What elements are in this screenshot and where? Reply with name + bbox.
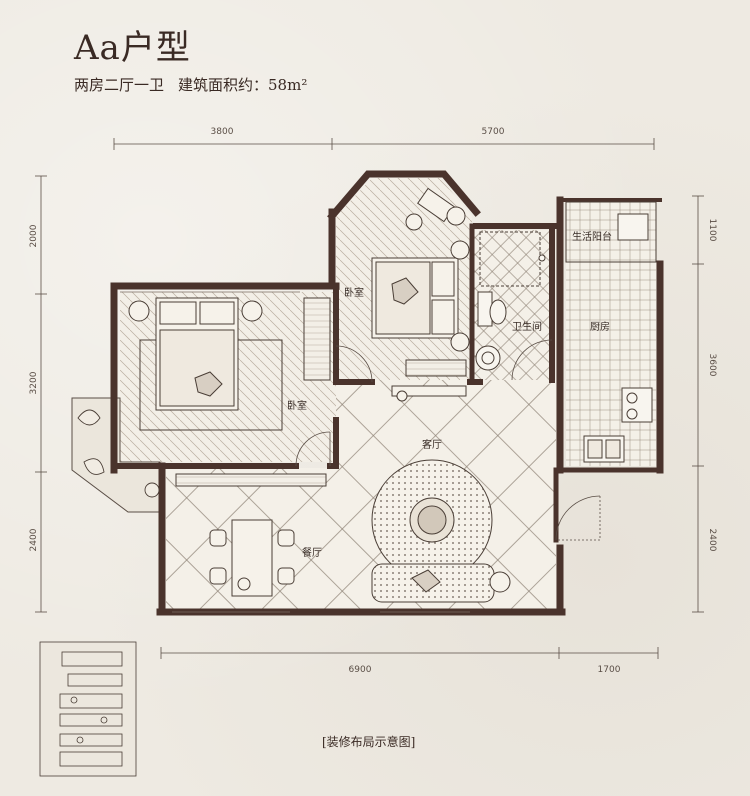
- bathroom-fixtures: [475, 231, 546, 371]
- room-label-living: 客厅: [422, 438, 442, 451]
- plant-icon: [237, 577, 251, 591]
- key-plan-thumbnail: [39, 641, 137, 777]
- dim-bottom-1: 6900: [349, 665, 372, 675]
- dim-right-2: 3600: [707, 354, 717, 377]
- wardrobe: [303, 297, 331, 381]
- room-layout-text: 两房二厅一卫: [74, 76, 165, 94]
- balcony-plants: [77, 409, 160, 498]
- tv-cabinet: [391, 385, 467, 397]
- bedroom-2-furniture: [371, 187, 470, 377]
- living-room-furniture: [371, 385, 511, 603]
- unit-summary: 两房二厅一卫建筑面积约：58m²: [74, 74, 307, 95]
- room-label-dining: 餐厅: [302, 546, 322, 559]
- room-label-bathroom: 卫生间: [512, 320, 542, 333]
- washing-machine-icon: [617, 213, 649, 241]
- dim-top-2: 5700: [482, 127, 505, 137]
- stove-icon: [621, 387, 653, 423]
- door-swings: [295, 339, 601, 541]
- dim-left-3: 2400: [29, 528, 39, 551]
- lamp-icon: [128, 300, 150, 322]
- dim-left-1: 2000: [29, 224, 39, 247]
- room-label-kitchen: 厨房: [590, 320, 610, 333]
- building-area-text: 建筑面积约：58m²: [178, 76, 308, 94]
- unit-type-title: Aa户型: [74, 28, 191, 68]
- bedroom-1-furniture: [128, 297, 331, 431]
- dim-right-3: 2400: [707, 529, 717, 552]
- sideboard: [175, 473, 327, 487]
- kitchen-fixtures: [565, 201, 657, 463]
- dining-furniture: [175, 473, 327, 597]
- room-label-bedroom-1: 卧室: [287, 399, 307, 412]
- dim-bottom-2: 1700: [598, 665, 621, 675]
- dim-top-1: 3800: [211, 127, 234, 137]
- room-label-bedroom-2: 卧室: [344, 286, 364, 299]
- room-label-laundry-balcony: 生活阳台: [572, 230, 612, 243]
- dim-left-2: 3200: [29, 371, 39, 394]
- dimension-lines: [35, 138, 704, 659]
- dim-right-1: 1100: [707, 219, 717, 242]
- diagram-caption: [装修布局示意图]: [322, 735, 416, 749]
- chair-icon: [405, 213, 423, 231]
- toilet-icon: [489, 299, 507, 325]
- windows: [120, 291, 470, 613]
